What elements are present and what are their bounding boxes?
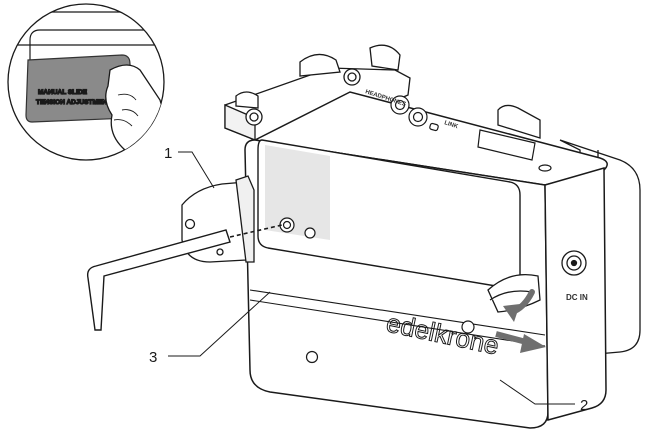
top-controls	[390, 95, 552, 172]
slide-out-arrowhead	[520, 334, 546, 353]
sticker-line-1: MANUAL SLIDE	[38, 89, 88, 96]
lever-rotate-arrowhead	[503, 304, 520, 322]
inset-detail: MANUAL SLIDE TENSION ADJUSTMENT	[7, 3, 165, 161]
dc-in-label: DC IN	[566, 293, 588, 302]
sticker-line-2: TENSION ADJUSTMENT	[36, 99, 111, 106]
panel-shadow	[265, 145, 330, 240]
callout-1: 1	[164, 145, 172, 162]
top-rail	[224, 44, 411, 141]
hex-key-guide	[229, 224, 283, 238]
callout-2: 2	[580, 397, 588, 414]
callout-leaders	[168, 151, 575, 405]
top-label-mid: LINK	[443, 120, 459, 130]
dc-port	[561, 250, 587, 276]
hex-key	[86, 229, 231, 331]
callout-3: 3	[149, 349, 157, 366]
body-seams	[249, 289, 546, 347]
